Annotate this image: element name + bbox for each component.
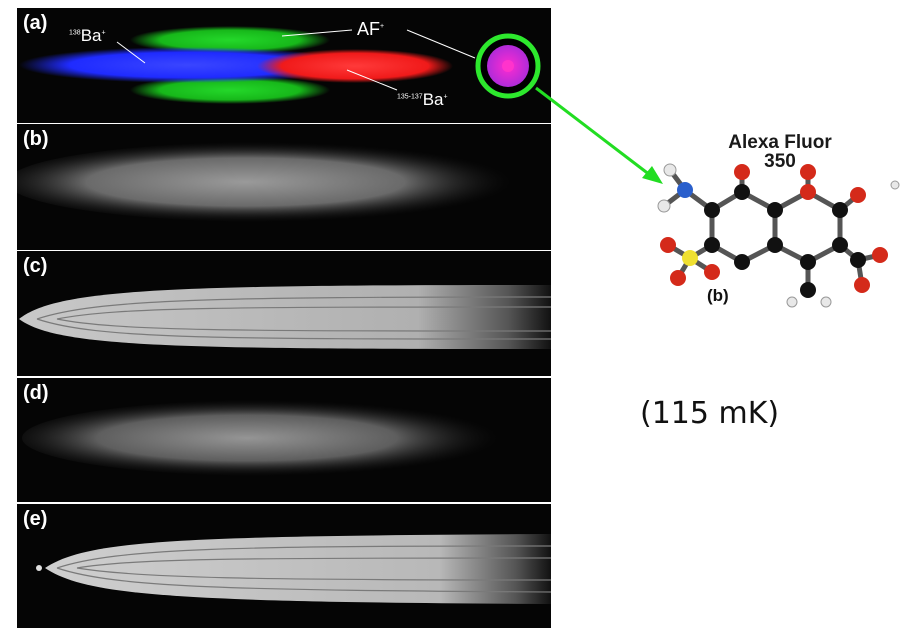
temperature-label: (115 mK)	[640, 396, 780, 431]
atom-hydrogen	[663, 163, 677, 177]
panel-a-illustration	[19, 26, 541, 104]
atom-hydrogen	[786, 296, 798, 308]
molecule-title-line1: Alexa Fluor	[728, 132, 832, 153]
panel-e: (e)	[17, 504, 551, 628]
crystal-shells-c	[36, 296, 551, 340]
atom-hydrogen	[820, 296, 832, 308]
pointer-af	[281, 29, 353, 37]
pointer-af-ion	[406, 29, 476, 59]
ba135-ion: Ba	[422, 90, 444, 109]
af-ion-core	[502, 60, 514, 72]
atom-carbon	[850, 252, 866, 268]
panel-c-label: (c)	[23, 255, 48, 277]
molecule-title-line2: 350	[764, 151, 796, 172]
molecule-title: Alexa Fluor 350	[700, 133, 860, 171]
atom-carbon	[832, 202, 848, 218]
atom-carbon	[767, 237, 783, 253]
atom-carbon	[704, 202, 720, 218]
atom-nitrogen	[677, 182, 693, 198]
panel-b: (b)	[17, 124, 551, 250]
atom-oxygen	[660, 237, 676, 253]
pointer-ba135	[346, 69, 398, 91]
atom-oxygen	[872, 247, 888, 263]
atom-carbon	[800, 282, 816, 298]
pointer-ba138	[116, 41, 146, 64]
lead-ion-e	[36, 565, 42, 571]
ba135-mass: 135-137	[397, 93, 423, 101]
crystal-shells-e	[56, 545, 551, 593]
atom-oxygen	[734, 164, 750, 180]
atom-carbon	[734, 254, 750, 270]
atom-oxygen	[850, 187, 866, 203]
panel-b-label: (b)	[23, 128, 49, 150]
panel-b-image	[17, 142, 537, 222]
atom-oxygen	[800, 164, 816, 180]
molecule-panel-label: (b)	[707, 286, 729, 305]
atom-hydrogen	[657, 199, 671, 213]
ba138-annotation: 138Ba+	[69, 26, 106, 45]
panel-e-label: (e)	[23, 508, 48, 530]
atom-carbon	[704, 237, 720, 253]
atom-carbon	[800, 254, 816, 270]
ba138-mass: 138	[69, 29, 81, 37]
panel-e-image	[36, 534, 551, 604]
panel-a: (a) 138Ba+ AF+ 135-137Ba+	[17, 8, 551, 123]
ion-crystal-c	[19, 285, 551, 349]
panel-d: (d)	[17, 378, 551, 502]
atom-hydrogen	[890, 180, 900, 190]
ion-cloud-d	[22, 400, 522, 476]
ion-cloud-b	[17, 142, 537, 222]
af-text: AF	[357, 19, 381, 39]
atom-carbon	[767, 202, 783, 218]
panel-d-label: (d)	[23, 382, 49, 404]
af-annotation: AF+	[357, 19, 385, 39]
panel-a-label: (a)	[23, 12, 48, 34]
atom-oxygen	[800, 184, 816, 200]
atom-oxygen	[670, 270, 686, 286]
af-cloud-bottom	[130, 76, 330, 104]
atom-oxygen	[704, 264, 720, 280]
ba135-cloud	[257, 49, 453, 83]
panel-c: (c)	[17, 251, 551, 376]
atom-sulfur	[682, 250, 698, 266]
af-cloud-top	[130, 26, 330, 54]
ba135-annotation: 135-137Ba+	[397, 90, 448, 109]
atom-oxygen	[854, 277, 870, 293]
atom-carbon	[832, 237, 848, 253]
panel-d-image	[22, 400, 522, 476]
atom-carbon	[734, 184, 750, 200]
ba138-ion: Ba	[80, 26, 102, 45]
panel-c-image	[19, 285, 551, 349]
